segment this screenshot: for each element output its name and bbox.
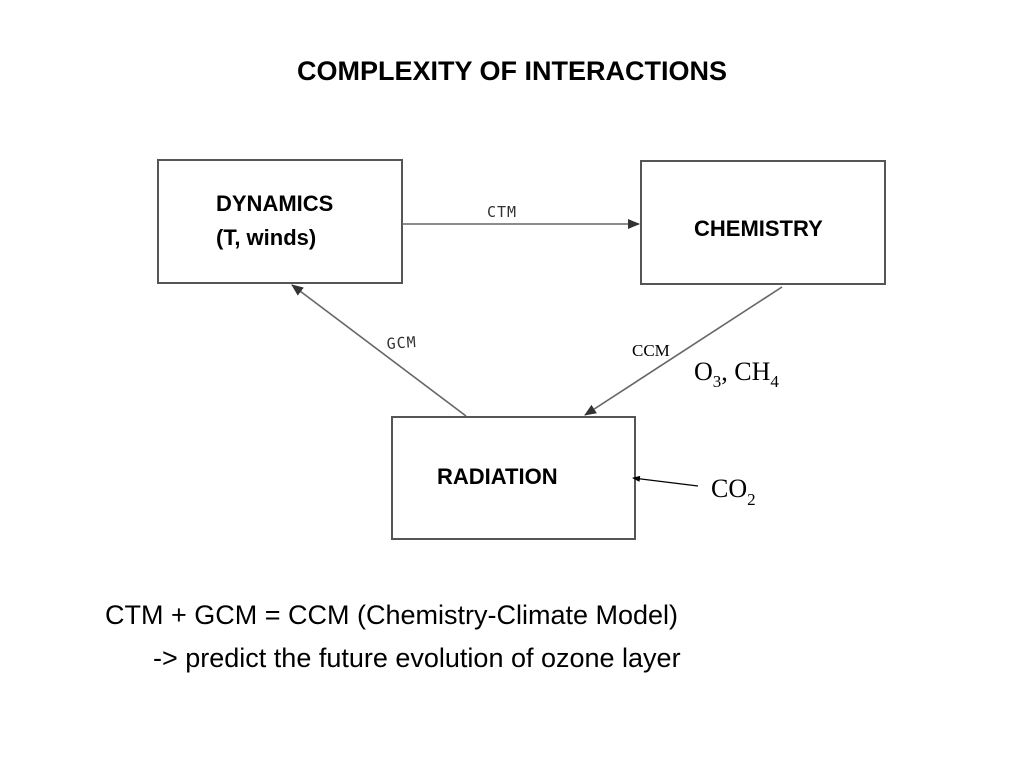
co2-arrow [632, 475, 699, 487]
dynamics-box [157, 159, 403, 284]
chemistry-box [640, 160, 886, 285]
dynamics-label: DYNAMICS [216, 191, 333, 216]
caption-equation: CTM + GCM = CCM (Chemistry-Climate Model… [105, 600, 679, 630]
o3-ch4-label: O3, CH4 [694, 357, 779, 391]
gcm-arrow [291, 284, 467, 417]
slide-title: COMPLEXITY OF INTERACTIONS [296, 56, 728, 86]
radiation-box [391, 416, 636, 540]
radiation-label: RADIATION [437, 464, 558, 489]
ccm-arrow [584, 286, 783, 416]
ctm-label: CTM [487, 203, 517, 221]
co2-label: CO2 [711, 474, 756, 509]
chemistry-label: CHEMISTRY [694, 216, 823, 241]
ccm-label: CCM [632, 341, 670, 360]
caption-prediction: -> predict the future evolution of ozone… [153, 643, 681, 673]
dynamics-sublabel: (T, winds) [216, 225, 316, 250]
gcm-label: GCM [386, 333, 417, 353]
